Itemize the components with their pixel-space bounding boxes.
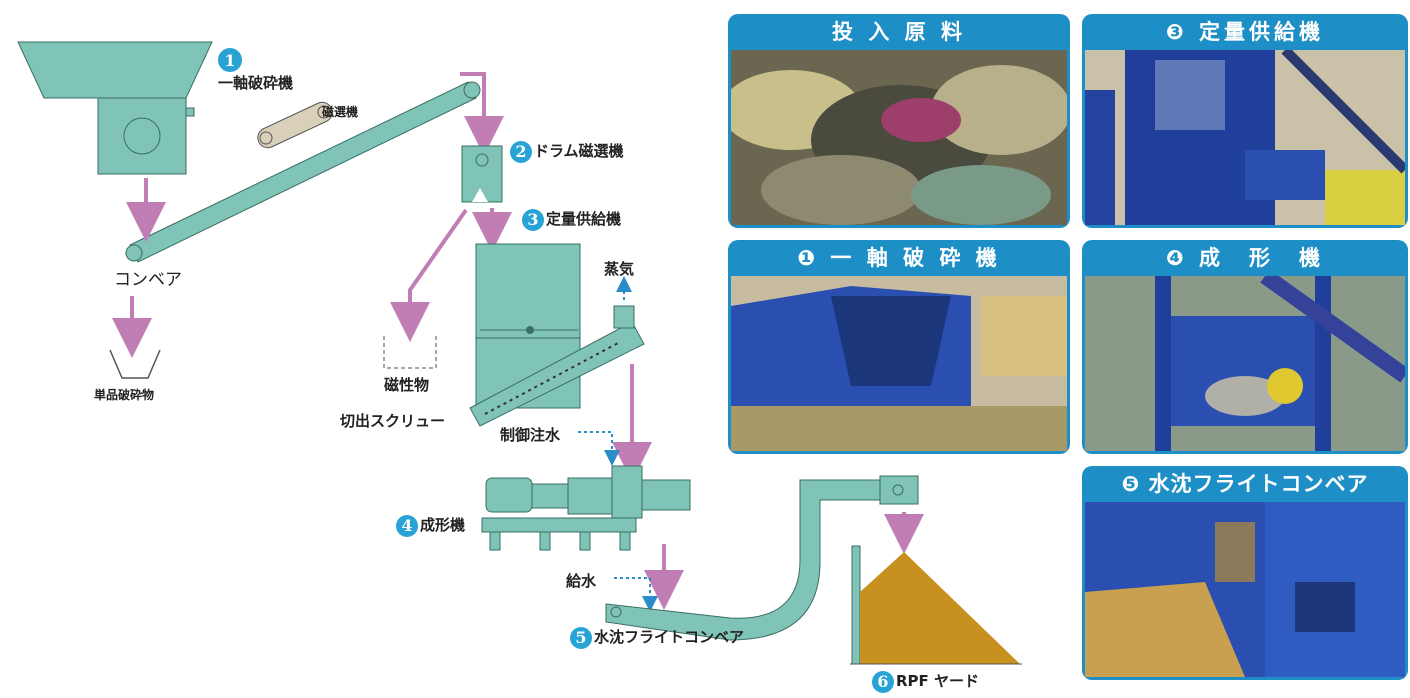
- number-badge: 3: [522, 208, 544, 231]
- shredder-photo-icon: [731, 276, 1067, 451]
- magnet-small-label: 磁選機: [322, 105, 359, 119]
- single-product-label: 単品破砕物: [94, 388, 155, 402]
- drum-magnetic-separator-shape: [461, 145, 503, 203]
- product-bin-shape: [109, 349, 161, 379]
- photo-card-title: ❺ 水沈フライトコンベア: [1121, 472, 1369, 496]
- magnetic-bin-shape: [383, 336, 437, 369]
- incline-conveyor-shape: [125, 81, 481, 263]
- feed-water-arrow: [614, 577, 658, 612]
- photo-card-title: ❶ 一 軸 破 砕 機: [797, 246, 1001, 270]
- quantitative-feeder-shape: [475, 243, 581, 409]
- process-flow-diagram: [17, 41, 1022, 665]
- waste-photo-icon: [731, 50, 1067, 225]
- screw-label: 切出スクリュー: [340, 412, 446, 430]
- number-badge: 2: [510, 140, 532, 163]
- feed-water-label: 給水: [566, 572, 597, 590]
- photo-card-flight-conveyor: ❺ 水沈フライトコンベア: [1082, 466, 1408, 680]
- shredder-text: 一軸破砕機: [218, 74, 294, 92]
- molding-photo-icon: [1085, 276, 1405, 451]
- number-badge: 5: [570, 626, 592, 649]
- flight-conveyor-shape: [605, 475, 919, 641]
- flow-arrow: [390, 208, 468, 342]
- photo-card-title: ❸ 定量供給機: [1165, 20, 1325, 44]
- feeder-photo-icon: [1085, 50, 1405, 225]
- photo-card-title: ❹ 成 形 機: [1165, 246, 1325, 270]
- number-badge: 1: [218, 48, 242, 72]
- control-water-label: 制御注水: [500, 426, 561, 444]
- conveyor-label: コンベア: [114, 270, 182, 290]
- rpf-pile-shape: [850, 545, 1022, 665]
- photo-card-input-material: 投 入 原 料: [728, 14, 1070, 228]
- discharge-screw-shape: [469, 305, 645, 427]
- photo-card-feeder: ❸ 定量供給機: [1082, 14, 1408, 228]
- flow-arrow: [460, 72, 504, 156]
- control-water-arrow: [578, 431, 620, 466]
- magnetic-label: 磁性物: [384, 376, 430, 394]
- steam-label: 蒸気: [604, 260, 635, 278]
- rpf-yard-text: RPF ヤード: [896, 672, 980, 690]
- conveyor-photo-icon: [1085, 502, 1405, 677]
- drum-separator-text: ドラム磁選機: [534, 142, 624, 160]
- molding-text: 成形機: [420, 516, 466, 534]
- feeder-text: 定量供給機: [546, 210, 622, 228]
- photo-card-molding: ❹ 成 形 機: [1082, 240, 1408, 454]
- number-badge: 4: [396, 514, 418, 537]
- single-shaft-shredder-shape: [17, 41, 213, 175]
- number-badge: 6: [872, 670, 894, 693]
- photo-card-shredder: ❶ 一 軸 破 砕 機: [728, 240, 1070, 454]
- shredder-label: 1 一軸破砕機: [218, 48, 293, 93]
- photo-card-title: 投 入 原 料: [832, 20, 966, 44]
- flight-conveyor-text: 水沈フライトコンベア: [594, 628, 745, 646]
- magnetic-separator-shape: [257, 101, 333, 149]
- molding-machine-shape: [481, 465, 691, 551]
